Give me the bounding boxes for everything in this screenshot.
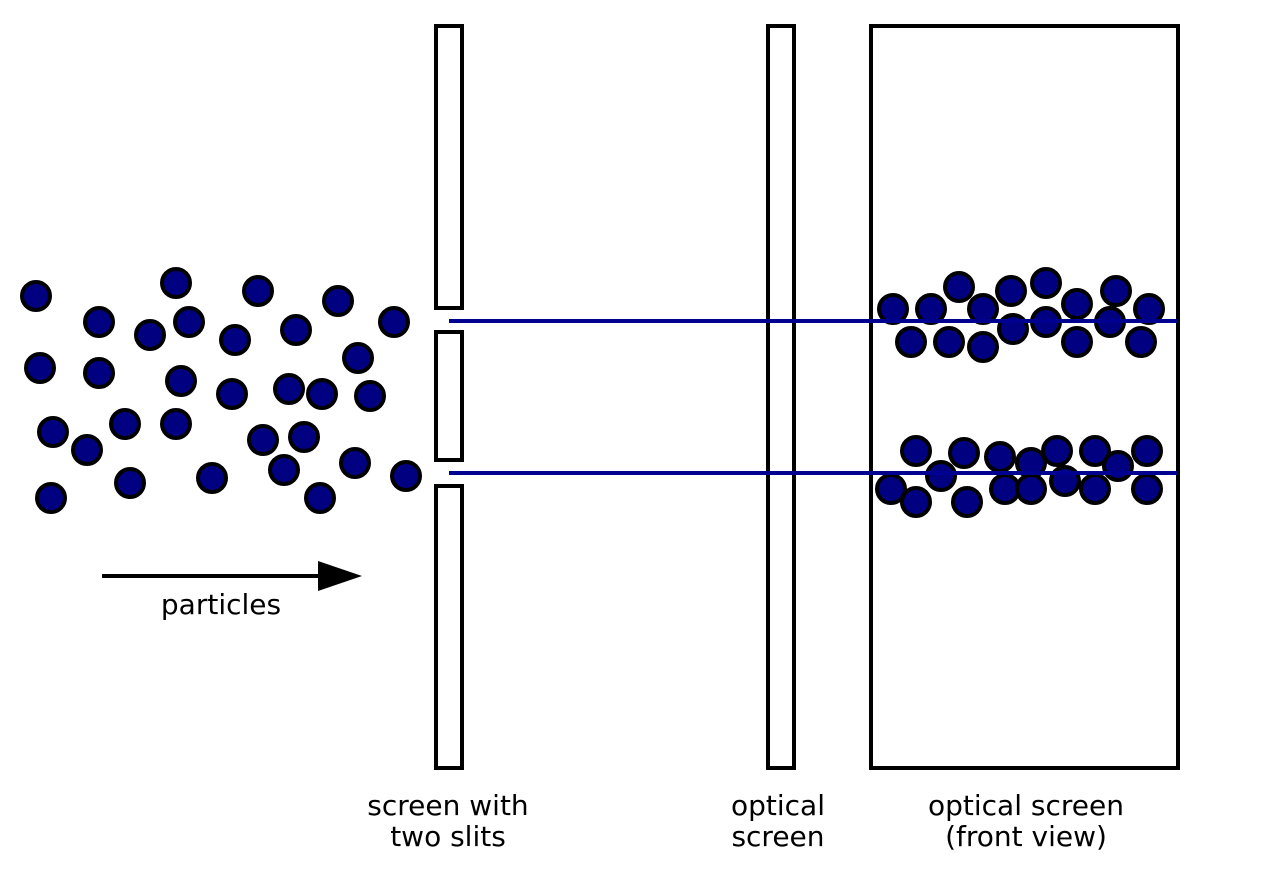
front-view-label-line1: optical screen	[928, 789, 1124, 822]
particle-hit	[900, 486, 932, 518]
particle-hit	[943, 271, 975, 303]
particle-hit	[1079, 473, 1111, 505]
particle-hit	[915, 293, 947, 325]
particle	[342, 342, 374, 374]
particle-hit	[1015, 473, 1047, 505]
particle-hit	[1079, 435, 1111, 467]
particle	[83, 357, 115, 389]
slit-screen-label-line2: two slits	[390, 820, 506, 853]
particle	[24, 352, 56, 384]
particle	[196, 462, 228, 494]
particle-hit	[951, 486, 983, 518]
particle-hit	[1041, 435, 1073, 467]
particles-label: particles	[161, 588, 281, 621]
particle-hit	[967, 293, 999, 325]
optical-screen-front-view	[869, 24, 1180, 770]
particle	[134, 319, 166, 351]
particle-hit	[925, 460, 957, 492]
particle	[216, 378, 248, 410]
particle	[83, 306, 115, 338]
slit-screen	[434, 24, 464, 770]
slit-screen-label-line1: screen with	[367, 789, 528, 822]
particle-hit	[948, 437, 980, 469]
particle	[37, 416, 69, 448]
incoming-particles	[20, 267, 422, 514]
particle	[339, 447, 371, 479]
particle-hit	[1100, 275, 1132, 307]
slit-screen-middle-segment	[434, 330, 464, 462]
particle-hit	[989, 473, 1021, 505]
particle-hit	[895, 326, 927, 358]
particle	[354, 380, 386, 412]
particle-hit	[933, 326, 965, 358]
particle-hit	[877, 293, 909, 325]
optical-screen-label-line1: optical	[731, 789, 825, 822]
particle	[322, 285, 354, 317]
particle	[114, 467, 146, 499]
particle-hit	[900, 435, 932, 467]
particle	[35, 482, 67, 514]
particle	[160, 408, 192, 440]
particle	[273, 373, 305, 405]
particle	[247, 424, 279, 456]
particle	[390, 460, 422, 492]
slit-screen-bottom-segment	[434, 484, 464, 770]
particle	[165, 365, 197, 397]
particle	[306, 378, 338, 410]
particle-hit	[967, 331, 999, 363]
particle	[71, 434, 103, 466]
particle	[219, 324, 251, 356]
particle	[20, 280, 52, 312]
particle	[242, 275, 274, 307]
particle	[378, 306, 410, 338]
particle	[173, 306, 205, 338]
direction-arrow	[102, 561, 362, 591]
optical-screen-side	[766, 24, 796, 770]
front-view-label-line2: (front view)	[945, 820, 1107, 853]
particle	[304, 482, 336, 514]
particle-hit	[1061, 326, 1093, 358]
slit-screen-top-segment	[434, 24, 464, 310]
particle	[288, 421, 320, 453]
particle-hit	[1131, 435, 1163, 467]
particle-hit	[1125, 326, 1157, 358]
particle-hit	[1131, 473, 1163, 505]
particle-hit	[984, 441, 1016, 473]
optical-screen-label-line2: screen	[731, 820, 824, 853]
particle	[109, 408, 141, 440]
particle	[268, 454, 300, 486]
arrow-head	[318, 561, 362, 591]
particle-hit	[1102, 450, 1134, 482]
particle-hit	[1030, 267, 1062, 299]
particle-hit	[1133, 293, 1165, 325]
particle-hit	[995, 275, 1027, 307]
particle	[280, 314, 312, 346]
particle-hit	[1061, 288, 1093, 320]
particle	[160, 267, 192, 299]
